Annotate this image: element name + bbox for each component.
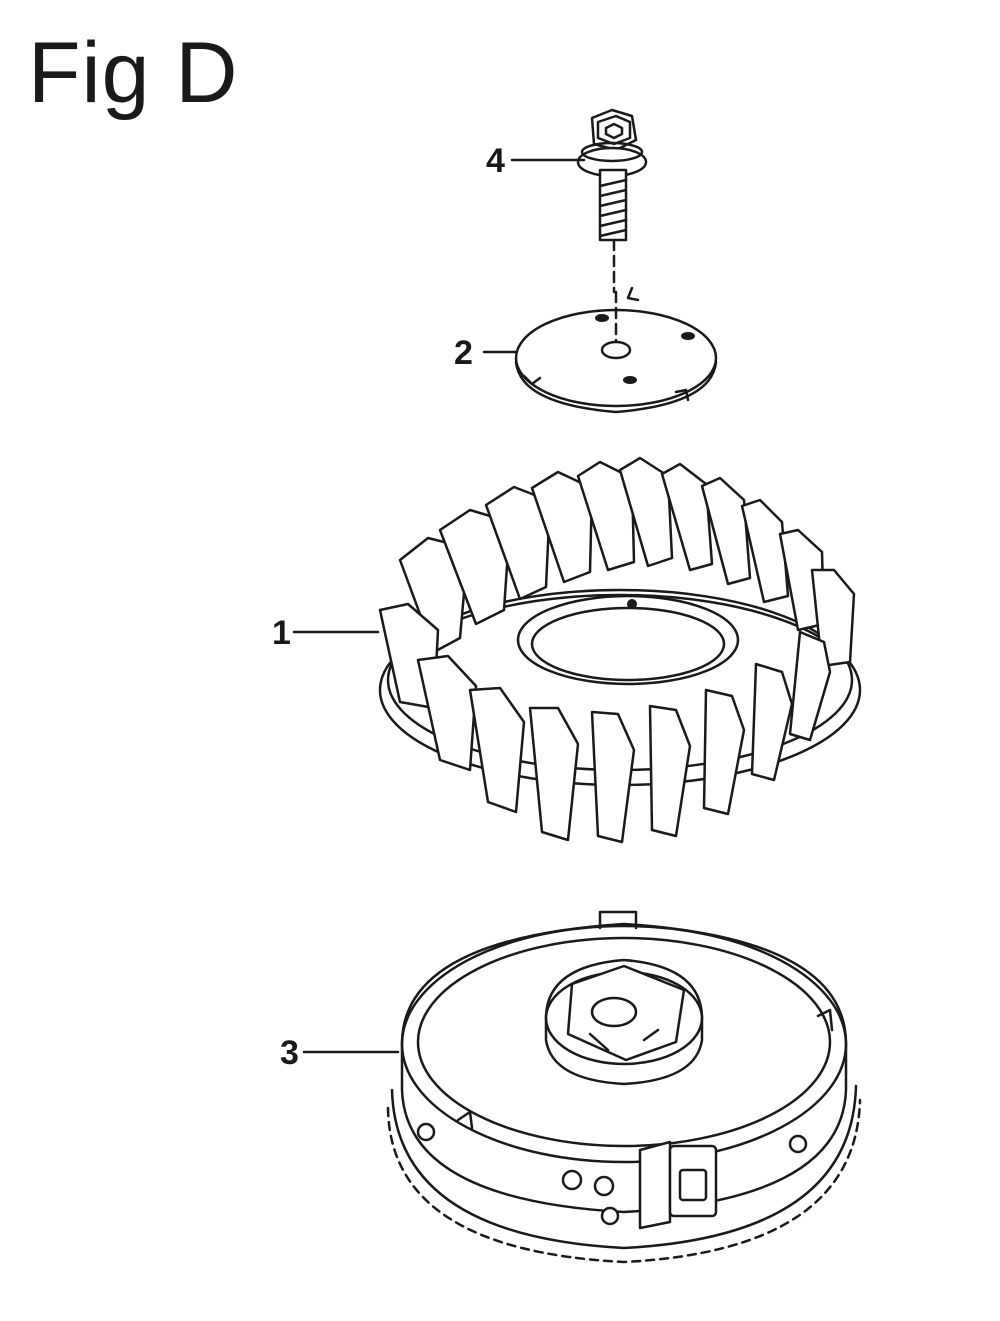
callout-1: 1 [272,614,380,652]
callout-1-label: 1 [272,614,291,652]
flange-bolt-icon[interactable] [576,108,648,294]
callout-4: 4 [486,142,586,180]
callout-3: 3 [280,1034,400,1072]
callout-3-label: 3 [280,1034,299,1072]
callout-2: 2 [454,334,518,372]
figure-title: Fig D [28,25,239,121]
callout-2-label: 2 [454,334,473,372]
fan-plate-icon[interactable] [514,286,718,414]
flywheel-icon[interactable] [386,910,862,1264]
callout-4-label: 4 [486,142,505,180]
cooling-fan-icon[interactable] [378,456,862,844]
